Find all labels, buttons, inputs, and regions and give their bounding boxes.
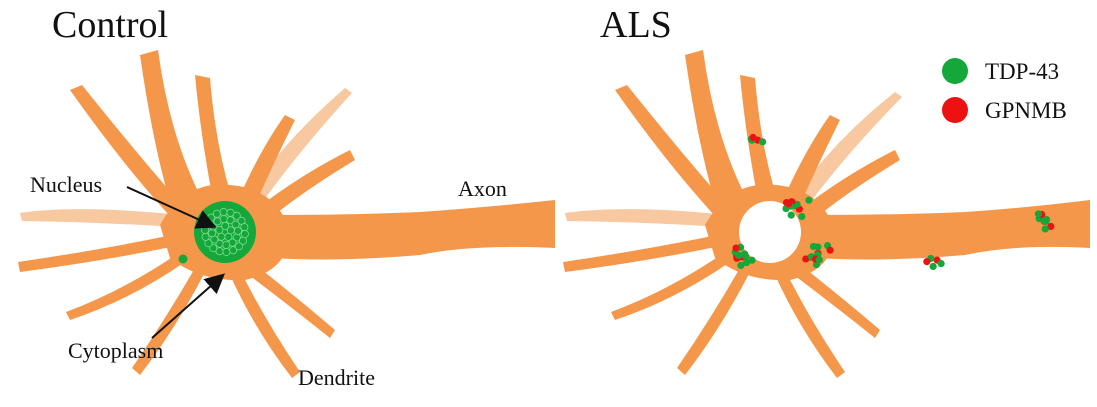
axon-label: Axon (458, 176, 507, 201)
tdp43-aggregate-dot (1042, 225, 1049, 232)
nucleus-granule (241, 224, 248, 231)
tdp43-aggregate-dot (816, 256, 823, 263)
legend-label-tdp43: TDP-43 (985, 59, 1059, 84)
gpnmb-aggregate-dot (785, 200, 792, 207)
tdp43-aggregate-dot (1041, 217, 1048, 224)
legend-label-gpnmb: GPNMB (985, 98, 1067, 123)
nucleus-label: Nucleus (30, 172, 102, 197)
nucleus-granule (202, 226, 209, 233)
legend-swatch-tdp43 (942, 58, 968, 84)
dendrite-label: Dendrite (298, 365, 375, 390)
nucleus-granule (235, 243, 242, 250)
tdp43-aggregate-dot (788, 212, 795, 219)
nucleus-granule (220, 215, 227, 222)
nucleus-granule (218, 233, 225, 240)
nucleus-granule (222, 222, 229, 229)
tdp43-aggregate-dot (805, 197, 812, 204)
tdp43-aggregate-dot (938, 260, 945, 267)
tdp43-aggregate-dot (810, 243, 817, 250)
nucleus-granule (213, 210, 220, 217)
tdp43-aggregate-dot (741, 250, 748, 257)
nucleus-granule (241, 230, 248, 237)
control-tdp43-dot (179, 255, 188, 264)
gpnmb-aggregate-dot (923, 258, 930, 265)
als-title: ALS (600, 4, 672, 46)
tdp43-aggregate-dot (798, 213, 805, 220)
gpnmb-aggregate-dot (827, 247, 834, 254)
tdp43-aggregate-dot (1035, 210, 1042, 217)
nucleus-granule (220, 208, 227, 215)
nucleus-granule (208, 230, 215, 237)
nucleus-granule (223, 241, 230, 248)
cytoplasm-label: Cytoplasm (68, 338, 163, 363)
tdp43-aggregate-dot (759, 138, 766, 145)
control-neuron: Control Nucleus Cytoplasm Axon Dendrite (18, 4, 555, 390)
legend-swatch-gpnmb (942, 97, 968, 123)
als-nucleus-empty (739, 201, 801, 263)
gpnmb-aggregate-dot (732, 244, 739, 251)
gpnmb-aggregate-dot (749, 134, 756, 141)
nucleus-granule (223, 248, 230, 255)
control-nucleus (194, 201, 256, 263)
control-title: Control (52, 4, 168, 46)
nucleus-granule (234, 227, 241, 234)
tdp43-aggregate-dot (737, 262, 744, 269)
tdp43-aggregate-dot (748, 257, 755, 264)
nucleus-granule (202, 233, 209, 240)
legend: TDP-43 GPNMB (942, 58, 1067, 123)
tdp43-aggregate-dot (930, 263, 937, 270)
legend-item-gpnmb: GPNMB (942, 97, 1067, 123)
legend-item-tdp43: TDP-43 (942, 58, 1059, 84)
